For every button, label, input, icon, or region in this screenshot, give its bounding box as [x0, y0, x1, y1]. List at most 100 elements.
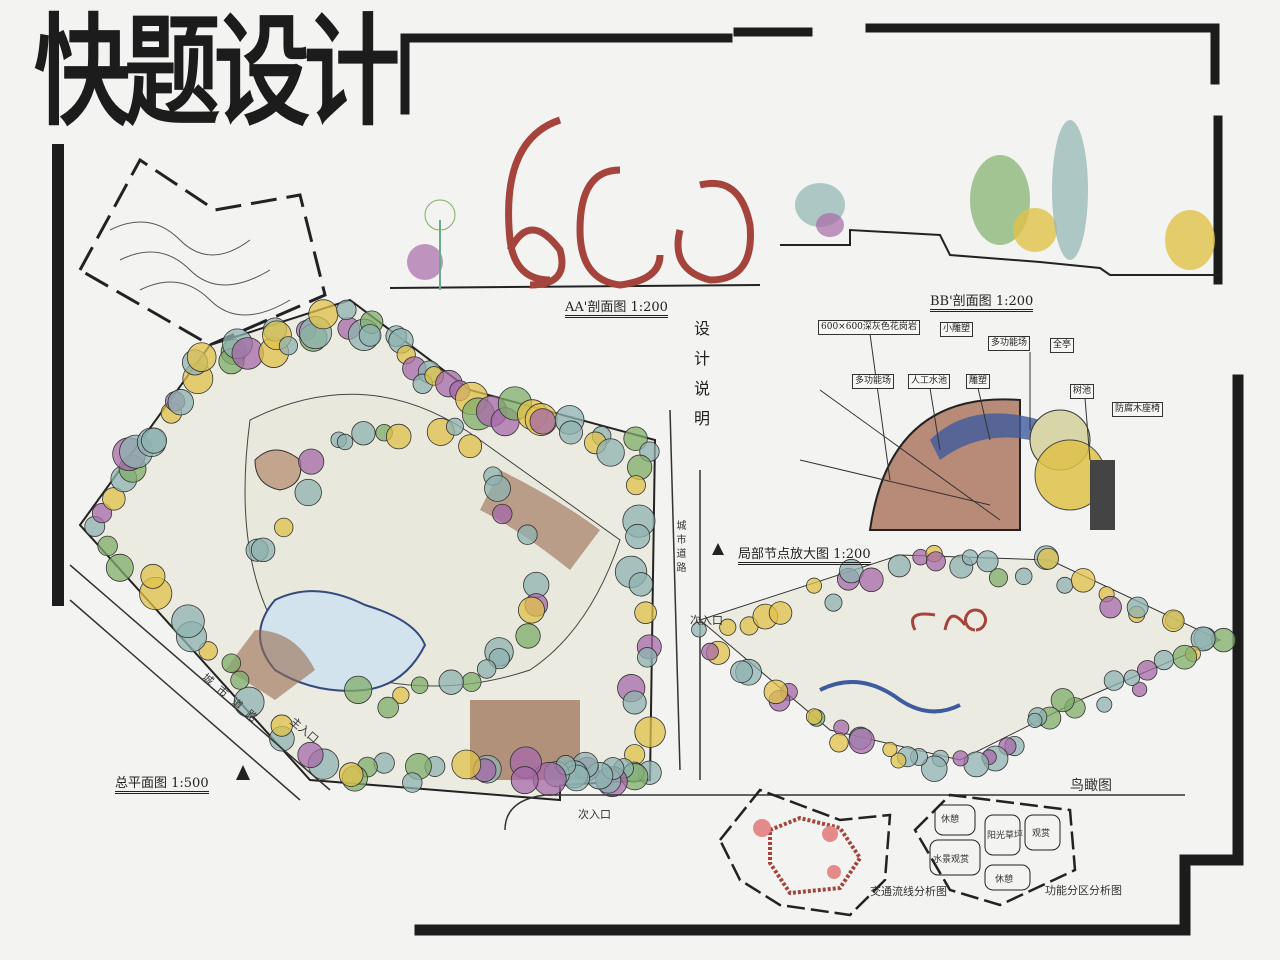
secondary-entrance-label: 次入口	[578, 808, 611, 821]
callout: 多功能场	[988, 336, 1031, 351]
sheet-title: 快题设计	[34, 2, 400, 142]
east-road-label: 城市道路	[674, 520, 685, 576]
tree-icon	[451, 749, 482, 780]
tree-icon	[1071, 568, 1096, 593]
tree-icon	[829, 733, 849, 753]
aerial-view-label: 鸟瞰图	[1070, 778, 1112, 794]
tree-icon	[392, 686, 410, 704]
tree-icon	[141, 427, 167, 454]
master-plan	[78, 298, 657, 802]
tree-icon	[628, 572, 654, 597]
callout: 多功能场	[852, 374, 895, 389]
callout: 600×600深灰色花岗岩	[818, 320, 920, 335]
side-entrance-label: 次入口	[690, 614, 723, 627]
tree-icon	[297, 741, 324, 769]
tree-icon	[91, 503, 113, 524]
aa-section-label: AA'剖面图 1:200	[565, 296, 668, 318]
zone-label: 休憩	[995, 875, 1014, 885]
tree-icon	[719, 618, 737, 636]
tree-icon	[1132, 681, 1148, 697]
tree-icon	[1050, 688, 1075, 713]
tree-icon	[385, 423, 412, 450]
tree-icon	[515, 623, 541, 649]
traffic-analysis-label: 交通流线分析图	[870, 885, 947, 898]
tree-icon	[634, 716, 666, 748]
tree-icon	[105, 553, 134, 582]
callout: 防腐木座椅	[1112, 402, 1164, 417]
zone-label: 水景观赏	[933, 855, 970, 865]
zone-label: 阳光草坪	[987, 831, 1024, 841]
tree-icon	[410, 676, 429, 694]
tree-icon	[882, 741, 898, 757]
tree-icon	[167, 389, 194, 416]
tree-icon	[438, 669, 464, 695]
tree-icon	[230, 670, 250, 690]
callout: 人工水池	[908, 374, 951, 389]
callout: 全亭	[1050, 338, 1075, 353]
tree-icon	[961, 549, 979, 566]
tree-icon	[221, 653, 242, 673]
function-analysis-label: 功能分区分析图	[1045, 884, 1122, 897]
tree-icon	[1190, 626, 1216, 652]
tree-icon	[1162, 609, 1185, 632]
tree-icon	[1037, 547, 1059, 570]
tree-icon	[308, 299, 339, 330]
tree-icon	[637, 647, 658, 668]
tree-icon	[140, 563, 166, 589]
tree-icon	[458, 434, 483, 459]
tree-icon	[344, 675, 373, 704]
tree-icon	[1172, 644, 1198, 670]
tree-icon	[476, 659, 497, 679]
tree-icon	[952, 750, 969, 767]
tree-icon	[517, 524, 538, 545]
site-context-sketch	[77, 157, 327, 347]
tree-icon	[596, 438, 625, 467]
tree-icon	[492, 503, 513, 525]
tree-icon	[529, 408, 556, 435]
tree-icon	[338, 762, 364, 787]
tree-icon	[848, 727, 875, 754]
tree-icon	[763, 679, 789, 705]
tree-icon	[518, 596, 545, 624]
traffic-route	[753, 815, 863, 896]
tree-icon	[377, 696, 399, 719]
tree-icon	[976, 550, 999, 573]
design-notes-label: 设计说明	[691, 320, 710, 440]
north-arrow-icon	[712, 543, 724, 555]
tree-icon	[445, 417, 464, 436]
zone-label: 观赏	[1032, 829, 1051, 839]
zone-label: 休憩	[941, 815, 960, 825]
tree-icon	[626, 454, 653, 480]
master-plan-label: 总平面图 1:500	[115, 772, 209, 794]
node-detail-label: 局部节点放大图 1:200	[738, 543, 871, 565]
tree-icon	[351, 421, 376, 446]
tree-icon	[887, 554, 911, 578]
aerial-trees	[691, 545, 1236, 782]
tree-icon	[171, 604, 205, 639]
tree-icon	[1123, 669, 1141, 686]
tree-icon	[625, 523, 651, 549]
bb-section-drawing	[780, 120, 1220, 276]
tree-icon	[623, 426, 648, 451]
tree-icon	[484, 475, 511, 502]
tree-icon	[925, 551, 946, 572]
tree-icon	[336, 433, 354, 451]
tree-icon	[250, 537, 276, 563]
tree-icon	[97, 535, 118, 557]
aerial-view-drawing	[698, 554, 1222, 761]
tree-icon	[336, 299, 357, 321]
city-road	[69, 409, 1185, 831]
tree-icon	[1126, 596, 1149, 619]
master-plan-trees	[84, 299, 666, 798]
tree-icon	[461, 672, 482, 692]
north-arrow-icon	[236, 765, 250, 780]
tree-icon	[402, 772, 423, 793]
tree-icon	[1027, 712, 1043, 728]
tree-icon	[1015, 567, 1033, 586]
tree-icon	[298, 448, 325, 475]
tree-icon	[634, 601, 657, 625]
tree-icon	[270, 714, 293, 737]
tree-icon	[805, 708, 823, 725]
tree-icon	[701, 642, 719, 661]
